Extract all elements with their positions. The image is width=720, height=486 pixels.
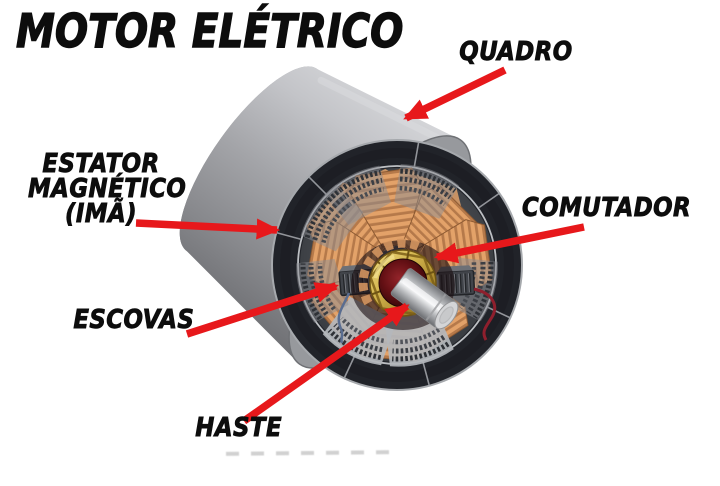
annotation-arrows <box>135 66 585 425</box>
label-estator-line1: ESTATOR <box>42 149 160 179</box>
label-escovas: ESCOVAS <box>73 305 195 335</box>
motor-face <box>271 139 523 391</box>
copper-behind-hub <box>358 238 426 306</box>
page-title: MOTOR ELÉTRICO <box>15 3 404 58</box>
label-estator: ESTATOR MAGNÉTICO (IMÃ) <box>27 149 187 229</box>
arrow-quadro <box>403 66 507 122</box>
red-wire <box>473 287 497 341</box>
stator-segment-lines <box>277 142 510 385</box>
label-comutador: COMUTADOR <box>521 193 692 223</box>
blue-wire <box>337 292 351 344</box>
shaft <box>390 268 459 330</box>
arrow-escovas <box>185 282 339 338</box>
label-estator-line2: MAGNÉTICO <box>27 174 187 204</box>
commutator-hub <box>351 238 459 330</box>
label-quadro: QUADRO <box>459 37 573 67</box>
label-estator-line3: (IMÃ) <box>64 199 138 229</box>
arrow-haste <box>241 302 410 425</box>
arrow-estator <box>135 218 281 240</box>
arrow-comutador <box>433 223 585 264</box>
label-haste: HASTE <box>195 413 283 443</box>
frame-highlight <box>317 76 451 146</box>
